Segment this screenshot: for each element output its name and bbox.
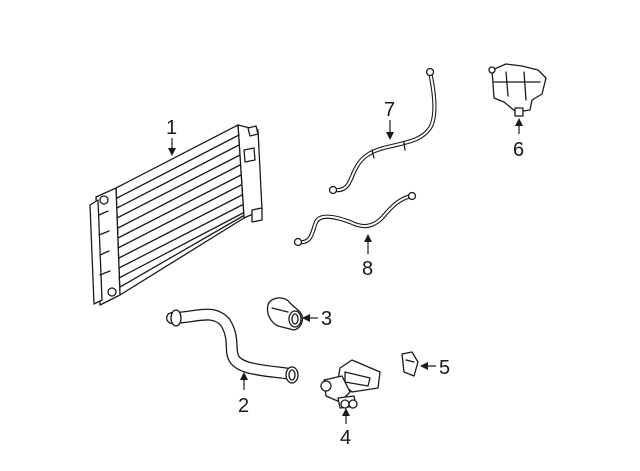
thermostat-housing-part[interactable] — [266, 297, 304, 331]
lower-hose-part[interactable] — [166, 308, 299, 384]
coolant-fitting-part[interactable] — [401, 351, 419, 377]
callout-1: 1 — [166, 117, 177, 139]
callout-6: 6 — [513, 139, 524, 161]
callout-5: 5 — [439, 357, 450, 379]
callout-4: 4 — [340, 427, 351, 449]
arrow-4 — [342, 408, 350, 416]
arrow-3 — [302, 314, 310, 322]
leader-lines — [168, 118, 523, 424]
arrow-6 — [515, 118, 523, 126]
callout-3: 3 — [321, 308, 332, 330]
arrow-8 — [364, 234, 372, 242]
callout-2: 2 — [238, 395, 249, 417]
expansion-tank-part[interactable] — [488, 63, 547, 117]
callout-labels: 1 2 3 4 5 6 7 8 — [166, 99, 524, 449]
arrow-1 — [168, 148, 176, 156]
radiator-fins — [116, 134, 244, 288]
upper-pipe-part[interactable] — [328, 67, 437, 195]
arrow-5 — [420, 362, 428, 370]
radiator-part[interactable] — [89, 124, 263, 306]
callout-7: 7 — [384, 99, 395, 121]
callout-8: 8 — [362, 258, 373, 280]
arrow-2 — [240, 372, 248, 380]
coolant-valve-part[interactable] — [320, 359, 381, 409]
lower-pipe-part[interactable] — [293, 191, 417, 247]
arrow-7 — [386, 132, 394, 140]
